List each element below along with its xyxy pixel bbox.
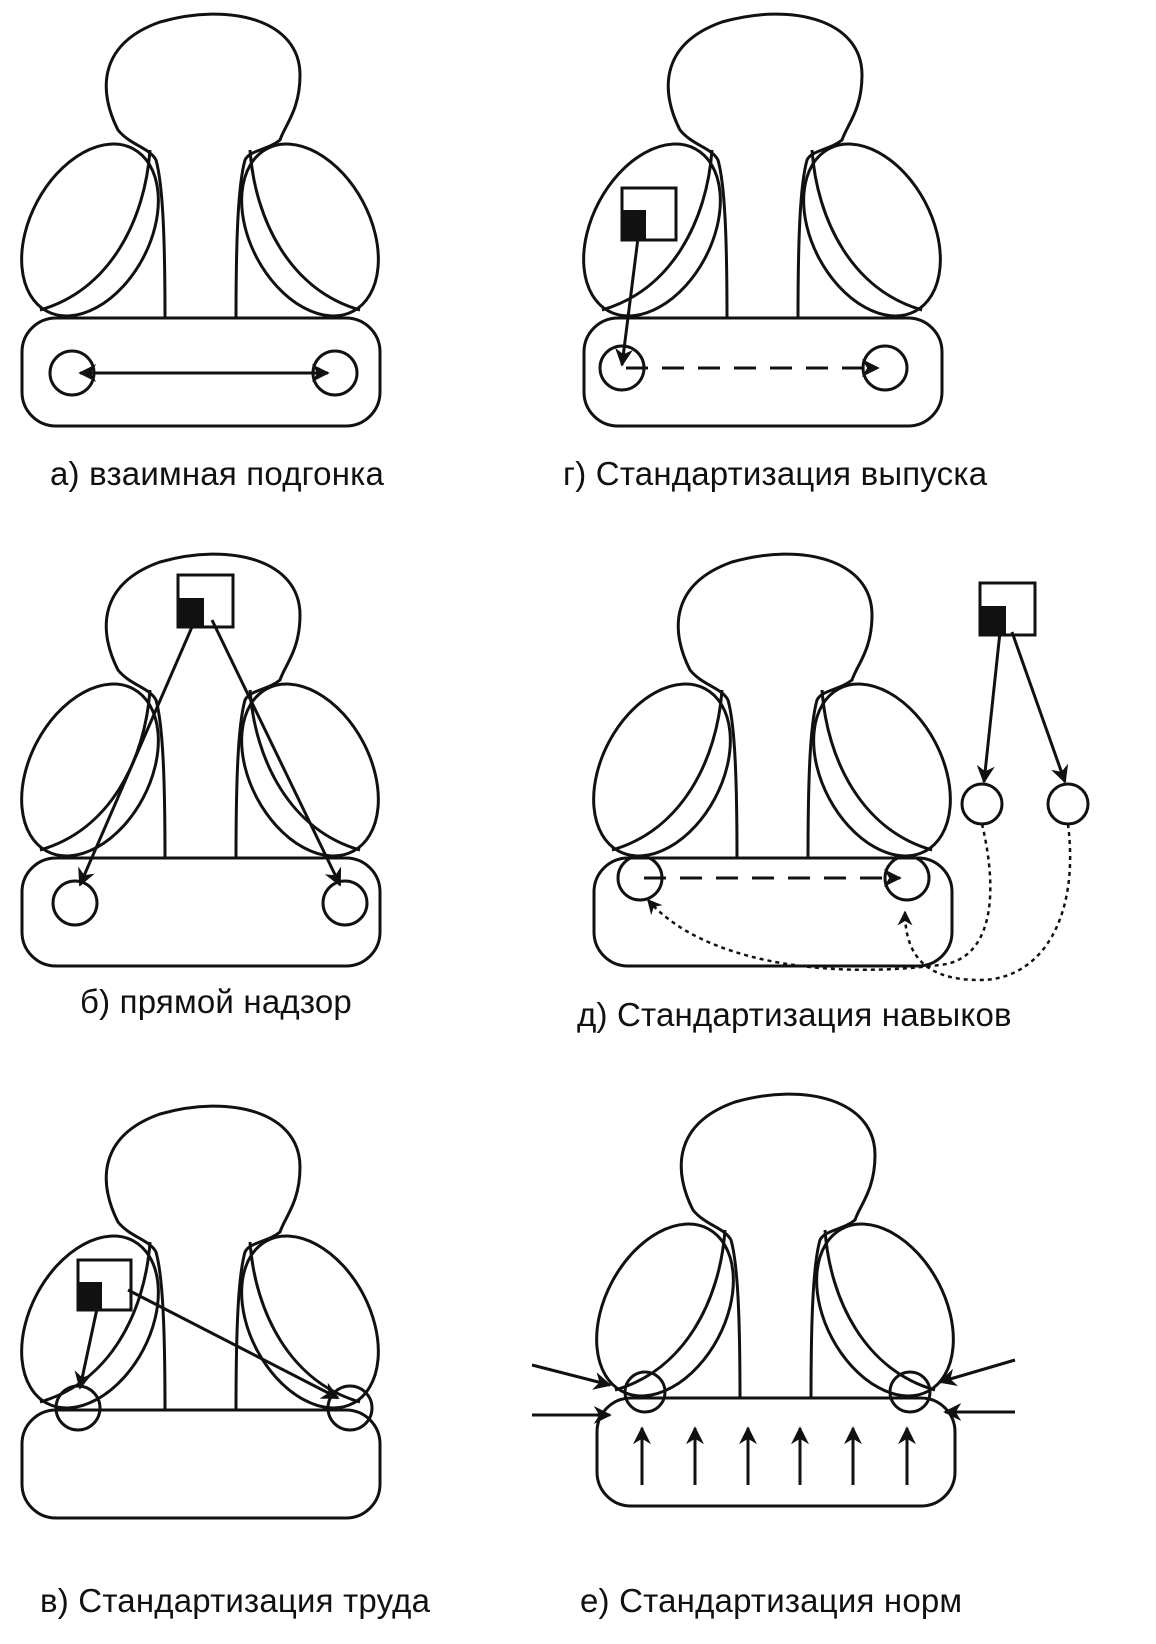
supervision-arrow-left	[78, 619, 197, 887]
norm-arrow-left-1	[531, 1363, 612, 1390]
operator-node-right	[888, 1370, 932, 1414]
dotted-skill-arrow-right	[897, 823, 1072, 982]
trained-node-right	[1046, 782, 1090, 826]
caption-d: д) Стандартизация навыков	[577, 996, 1012, 1033]
standardization-arrow	[615, 237, 640, 367]
caption-e: е) Стандартизация норм	[580, 1582, 963, 1619]
operator-node-left	[623, 1370, 667, 1414]
caption-b: б) прямой надзор	[80, 983, 352, 1020]
technostructure-square-fill	[622, 210, 646, 240]
rules-arrow-left	[74, 1303, 100, 1390]
org-diagram	[0, 552, 408, 968]
org-diagram	[0, 12, 408, 428]
rules-arrow-right	[127, 1288, 340, 1400]
supervision-arrow-right	[210, 619, 342, 887]
dotted-skill-arrow-left	[647, 823, 992, 972]
training-arrow-right	[1010, 631, 1069, 784]
norm-arrow-right-1	[938, 1358, 1016, 1387]
org-diagram	[564, 552, 1090, 982]
org-diagram	[0, 1104, 408, 1520]
training-arrow-left	[976, 631, 1002, 784]
caption-a: а) взаимная подгонка	[50, 455, 385, 492]
manager-square-fill	[178, 598, 204, 627]
org-diagram	[554, 12, 970, 428]
operator-node-left	[51, 879, 99, 927]
trained-node-left	[960, 782, 1004, 826]
operator-node-right	[326, 1384, 374, 1432]
org-diagram	[531, 1092, 1016, 1508]
caption-v: в) Стандартизация труда	[40, 1582, 431, 1619]
operator-node-right	[321, 879, 369, 927]
training-square-fill	[980, 606, 1006, 635]
caption-g: г) Стандартизация выпуска	[563, 455, 988, 492]
